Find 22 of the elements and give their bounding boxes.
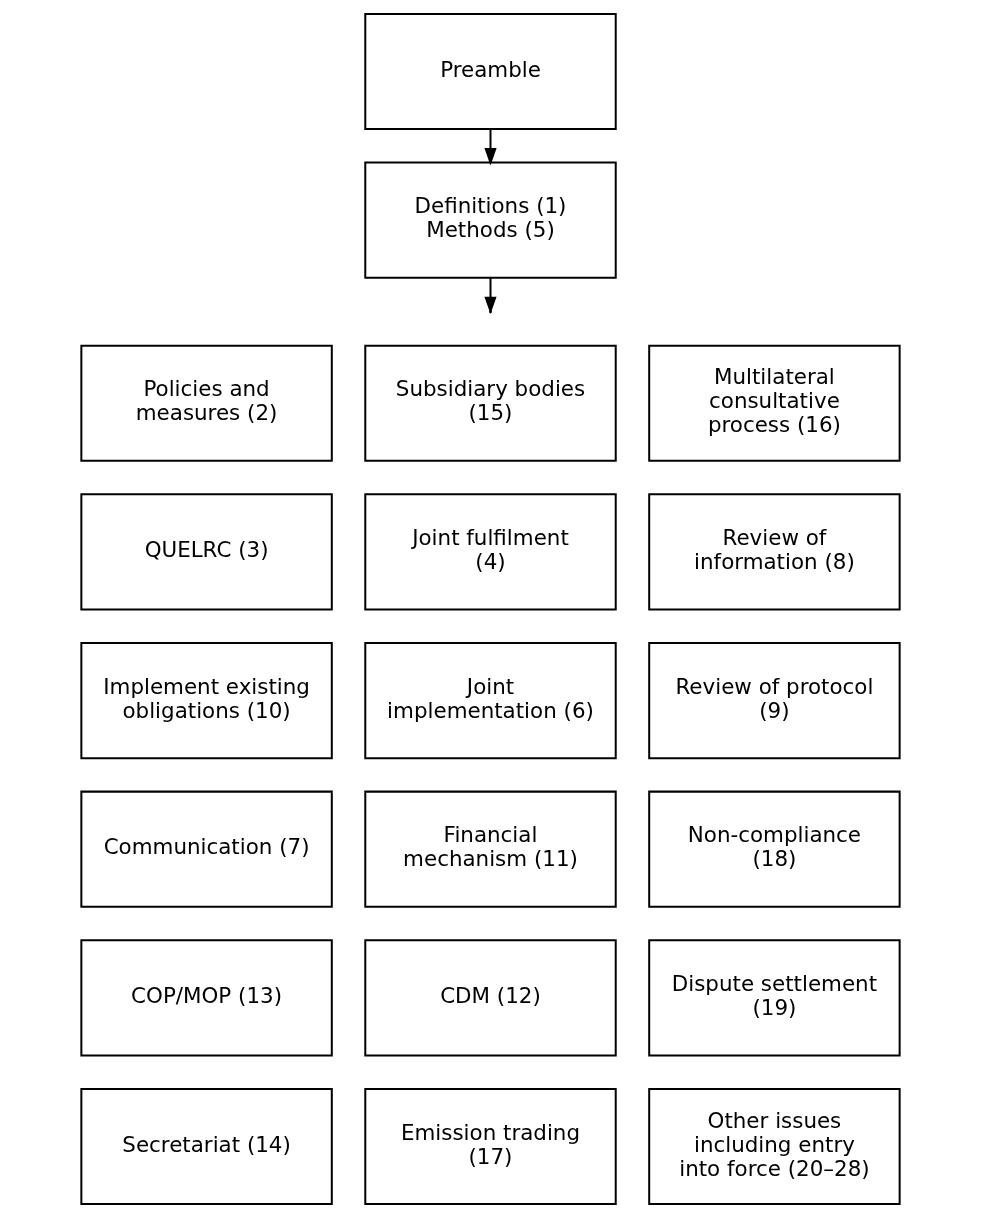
node-box: Financial mechanism (11) bbox=[364, 790, 617, 908]
node-box: Other issues including entry into force (20–28) bbox=[648, 1087, 901, 1206]
node-box: Dispute settlement (19) bbox=[648, 939, 901, 1057]
node-box: Secretariat (14) bbox=[80, 1087, 333, 1206]
node-box: Definitions (1) Methods (5) bbox=[364, 161, 617, 279]
node-box: Review of information (8) bbox=[648, 493, 901, 611]
arrow bbox=[484, 277, 497, 315]
node-box: Emission trading (17) bbox=[364, 1087, 617, 1206]
node-box: Communication (7) bbox=[80, 790, 333, 908]
node-box: Review of protocol (9) bbox=[648, 641, 901, 760]
node-box: CDM (12) bbox=[364, 939, 617, 1057]
node-box: Implement existing obligations (10) bbox=[80, 641, 333, 760]
node-box: Multilateral consultative process (16) bbox=[648, 344, 901, 462]
node-box: Preamble bbox=[364, 12, 617, 131]
node-box: Non-compliance (18) bbox=[648, 790, 901, 908]
node-box: Joint implementation (6) bbox=[364, 641, 617, 760]
node-box: Subsidiary bodies (15) bbox=[364, 344, 617, 462]
node-box: COP/MOP (13) bbox=[80, 939, 333, 1057]
node-box: Policies and measures (2) bbox=[80, 344, 333, 462]
arrow bbox=[484, 129, 497, 166]
node-box: Joint fulfilment (4) bbox=[364, 493, 617, 611]
node-box: QUELRC (3) bbox=[80, 493, 333, 611]
